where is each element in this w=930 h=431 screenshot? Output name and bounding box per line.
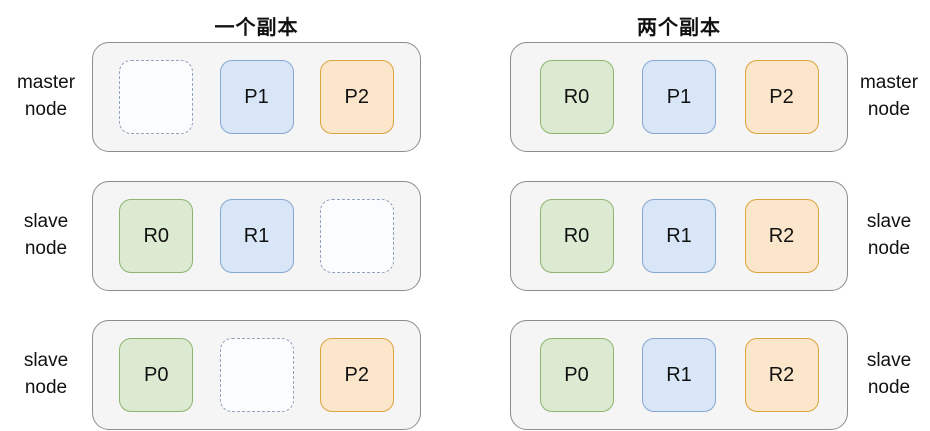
node-label-slave: slave node (23, 211, 69, 259)
partition-cell: P0 (119, 338, 194, 412)
column-one-replica: 一个副本 master node P1 P2 slave node R0 R1 … (0, 16, 465, 430)
column-title-one-replica: 一个副本 (214, 16, 299, 39)
node-row-slave-1: R0 R1 R2 slave node (465, 181, 930, 291)
node-box-slave-2: P0 P2 (92, 320, 421, 430)
column-title-two-replicas: 两个副本 (637, 16, 721, 39)
empty-slot (219, 338, 294, 412)
partition-cell: P2 (319, 60, 394, 134)
column-two-replicas: 两个副本 R0 P1 P2 master node R0 R1 R2 slave… (465, 0, 930, 431)
node-label-slave: slave node (23, 350, 69, 398)
node-box-slave-1: R0 R1 (92, 181, 421, 291)
partition-cell: R0 (119, 199, 194, 273)
empty-slot (119, 60, 194, 134)
partition-cell: R1 (219, 199, 294, 273)
node-box-master: P1 P2 (92, 42, 421, 152)
node-row-slave-2: P0 R1 R2 slave node (465, 320, 930, 430)
node-row-master: R0 P1 P2 master node (465, 42, 930, 152)
partition-cell: P1 (219, 60, 294, 134)
node-label-master: master node (859, 72, 919, 120)
node-box-slave-2: P0 R1 R2 (510, 320, 848, 430)
partition-cell: R0 (539, 199, 614, 273)
node-row-slave-1: slave node R0 R1 (0, 181, 465, 291)
partition-cell: R1 (642, 338, 716, 412)
partition-cell: P1 (642, 60, 716, 134)
partition-cell: R1 (642, 199, 716, 273)
partition-cell: P0 (539, 338, 614, 412)
node-label-slave: slave node (866, 350, 912, 398)
node-label-master: master node (16, 72, 76, 120)
partition-cell: P2 (319, 338, 394, 412)
partition-cell: R2 (744, 199, 819, 273)
node-box-master: R0 P1 P2 (510, 42, 848, 152)
partition-cell: R2 (744, 338, 819, 412)
node-row-master: master node P1 P2 (0, 42, 465, 152)
node-row-slave-2: slave node P0 P2 (0, 320, 465, 430)
node-box-slave-1: R0 R1 R2 (510, 181, 848, 291)
empty-slot (319, 199, 394, 273)
partition-cell: P2 (744, 60, 819, 134)
partition-cell: R0 (539, 60, 614, 134)
node-label-slave: slave node (866, 211, 912, 259)
